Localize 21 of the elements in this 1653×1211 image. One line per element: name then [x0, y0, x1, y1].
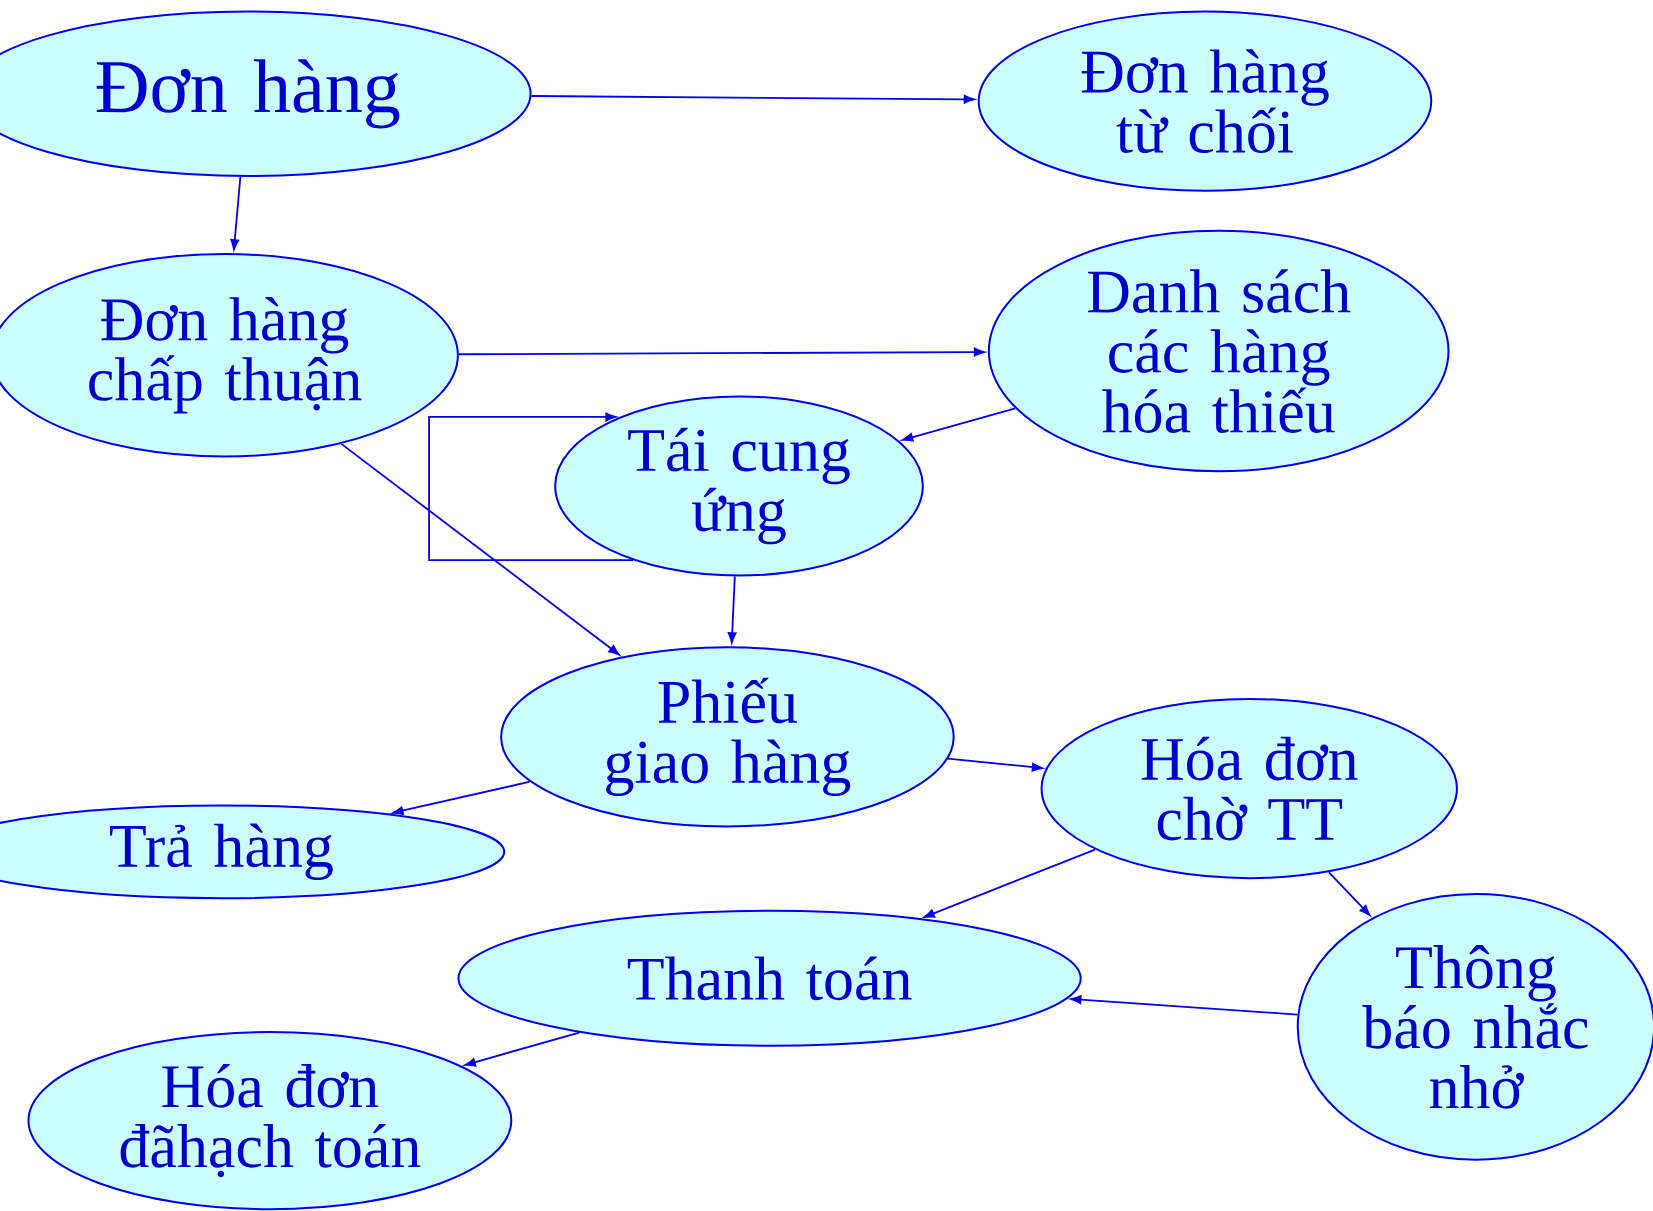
arrow — [947, 757, 1043, 772]
arrow — [340, 442, 620, 656]
arrow — [392, 780, 531, 815]
ellipse-node: Thông báo nhắc nhở — [1296, 892, 1653, 1161]
arrow — [1070, 995, 1299, 1016]
ellipse-node: Hóa đơn đãhạch toán — [27, 1031, 513, 1211]
ellipse-node: Đơn hàng từ chối — [977, 10, 1433, 192]
ellipse-node: Tái cung ứng — [554, 395, 924, 577]
arrow — [1328, 871, 1371, 916]
arrow — [230, 176, 242, 251]
arrow — [428, 412, 634, 562]
arrow — [727, 575, 737, 644]
arrow — [902, 407, 1017, 442]
arrow — [923, 848, 1096, 918]
arrow — [457, 347, 985, 357]
arrow — [530, 94, 975, 104]
ellipse-node: Danh sách các hàng hóa thiếu — [987, 229, 1450, 473]
ellipse-node: Thanh toán — [457, 909, 1082, 1047]
arrow — [464, 1031, 581, 1067]
ellipse-node: Hóa đơn chờ TT — [1040, 697, 1458, 880]
ellipse-node: Phiếu giao hàng — [500, 646, 955, 828]
